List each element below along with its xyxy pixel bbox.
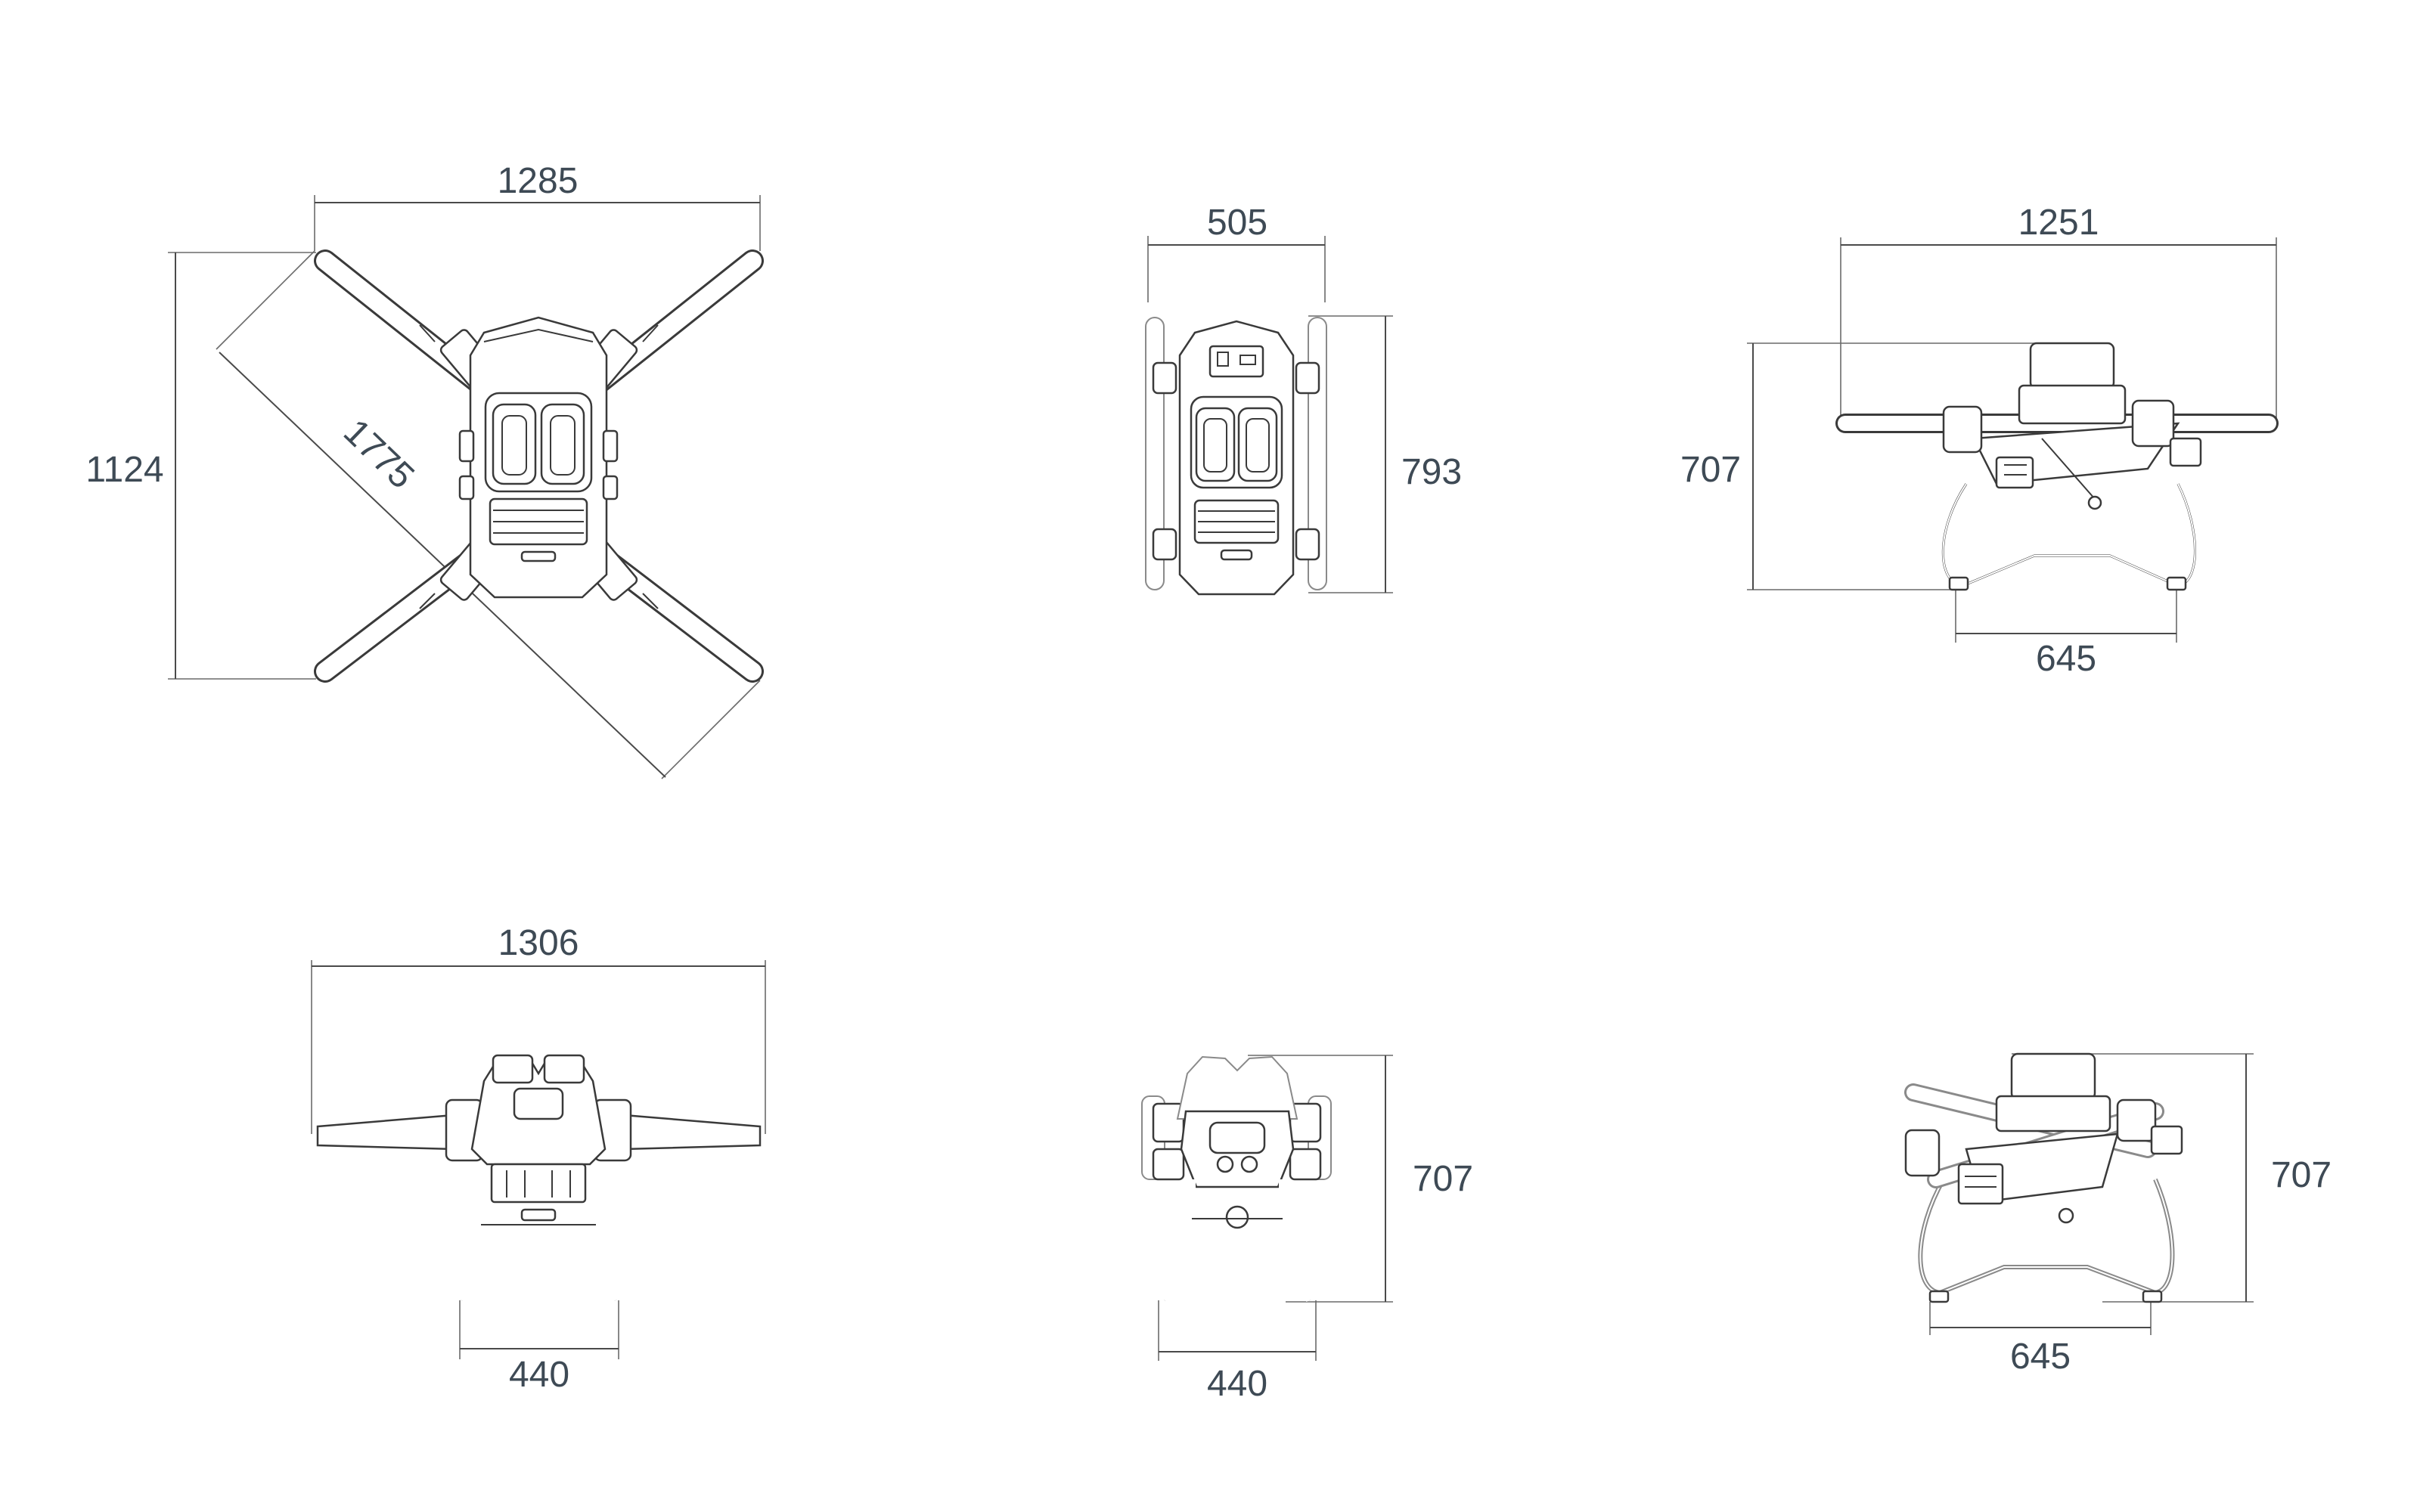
side-folded-view: 707 645: [1904, 1052, 2332, 1377]
battery-slot-left: [492, 403, 537, 485]
top-view: 1285 1124 1775: [85, 161, 764, 779]
depth-dimension-label: 793: [1401, 452, 1462, 492]
gear-dimension-label: 645: [2010, 1337, 2071, 1377]
front-view: 1306 440: [311, 923, 766, 1395]
side-view: 1251 707 645: [1680, 203, 2279, 679]
battery-slot-right: [1237, 407, 1278, 482]
battery-slot-left: [1195, 407, 1236, 482]
folded-arms: [1145, 317, 1327, 590]
top-folded-view: 505 793: [1145, 203, 1462, 596]
drone-body: [1178, 320, 1295, 596]
height-dimension-label: 707: [1680, 450, 1741, 490]
gear-dimension-label: 440: [509, 1355, 569, 1395]
width-dimension-label: 1306: [498, 923, 579, 963]
gear-dimension-label: 645: [2036, 639, 2096, 679]
diagonal-dimension-label: 1775: [336, 412, 422, 497]
drone-body: [458, 316, 619, 599]
front-folded-view: 707 440: [1141, 1055, 1473, 1404]
width-dimension-label: 1285: [498, 161, 579, 201]
width-dimension-label: 505: [1207, 203, 1267, 243]
battery-slot-right: [540, 403, 585, 485]
spray-tank: [2029, 342, 2115, 390]
height-dimension-label: 707: [2271, 1155, 2332, 1195]
diagonal-dimension-line: [219, 352, 666, 778]
height-dimension-label: 707: [1413, 1159, 1473, 1199]
gear-dimension-label: 440: [1207, 1364, 1267, 1404]
width-dimension-label: 1251: [2018, 203, 2099, 243]
depth-dimension-label: 1124: [85, 450, 163, 490]
